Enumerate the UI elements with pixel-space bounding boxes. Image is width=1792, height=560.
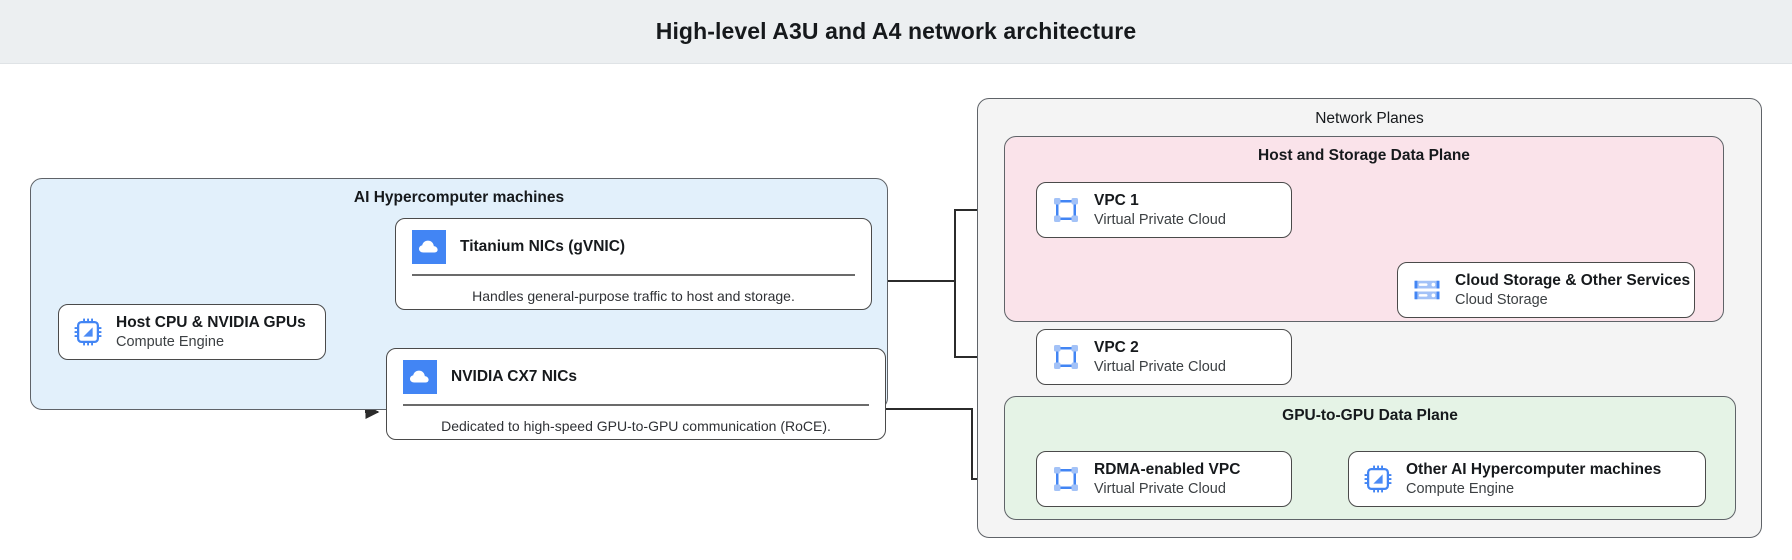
compute-engine-chip-icon <box>73 317 103 347</box>
cloud-icon <box>403 360 437 394</box>
card-cloud-storage-subtitle: Cloud Storage <box>1455 291 1548 308</box>
header-bar: High-level A3U and A4 network architectu… <box>0 0 1792 64</box>
vpc-icon <box>1051 195 1081 225</box>
card-rdma-enabled-vpc[interactable]: RDMA-enabled VPC Virtual Private Cloud <box>1036 451 1292 507</box>
cloud-storage-icon <box>1412 275 1442 305</box>
card-rdma-vpc-title: RDMA-enabled VPC <box>1094 460 1241 478</box>
card-vpc-2-title: VPC 2 <box>1094 338 1139 356</box>
card-vpc-2-subtitle: Virtual Private Cloud <box>1094 358 1226 375</box>
card-vpc-2[interactable]: VPC 2 Virtual Private Cloud <box>1036 329 1292 385</box>
vpc-icon <box>1051 342 1081 372</box>
card-cloud-storage[interactable]: Cloud Storage & Other Services Cloud Sto… <box>1397 262 1695 318</box>
card-titanium-nics-title: Titanium NICs (gVNIC) <box>460 238 626 255</box>
card-vpc-1[interactable]: VPC 1 Virtual Private Cloud <box>1036 182 1292 238</box>
card-cx7-nics-title: NVIDIA CX7 NICs <box>451 368 578 385</box>
card-cx7-divider <box>403 404 869 406</box>
card-cloud-storage-title: Cloud Storage & Other Services <box>1455 271 1691 289</box>
card-vpc-1-title: VPC 1 <box>1094 191 1139 209</box>
card-host-cpu-title: Host CPU & NVIDIA GPUs <box>116 313 306 331</box>
card-titanium-nics-caption: Handles general-purpose traffic to host … <box>472 287 795 304</box>
page-title: High-level A3U and A4 network architectu… <box>655 18 1137 44</box>
card-other-machines-title: Other AI Hypercomputer machines <box>1406 460 1662 478</box>
card-rdma-vpc-subtitle: Virtual Private Cloud <box>1094 480 1226 497</box>
vpc-icon <box>1051 464 1081 494</box>
card-cx7-nics-caption: Dedicated to high-speed GPU-to-GPU commu… <box>441 417 831 434</box>
card-titanium-nics[interactable]: Titanium NICs (gVNIC) Handles general-pu… <box>395 218 872 310</box>
cloud-icon <box>412 230 446 264</box>
group-title-ai-hypercomputer: AI Hypercomputer machines <box>353 189 565 206</box>
card-host-cpu[interactable]: Host CPU & NVIDIA GPUs Compute Engine <box>58 304 326 360</box>
group-title-gpu-plane: GPU-to-GPU Data Plane <box>1282 407 1458 424</box>
group-title-network-planes: Network Planes <box>1315 110 1424 127</box>
card-host-cpu-subtitle: Compute Engine <box>116 333 225 350</box>
card-other-machines-subtitle: Compute Engine <box>1406 480 1515 497</box>
card-vpc-1-subtitle: Virtual Private Cloud <box>1094 211 1226 228</box>
card-titanium-divider <box>412 274 855 276</box>
group-title-host-storage-plane: Host and Storage Data Plane <box>1258 147 1470 164</box>
compute-engine-chip-icon <box>1363 464 1393 494</box>
card-nvidia-cx7-nics[interactable]: NVIDIA CX7 NICs Dedicated to high-speed … <box>386 348 886 440</box>
card-other-ai-hypercomputer-machines[interactable]: Other AI Hypercomputer machines Compute … <box>1348 451 1706 507</box>
diagram-canvas: AI Hypercomputer machines <box>0 64 1792 560</box>
